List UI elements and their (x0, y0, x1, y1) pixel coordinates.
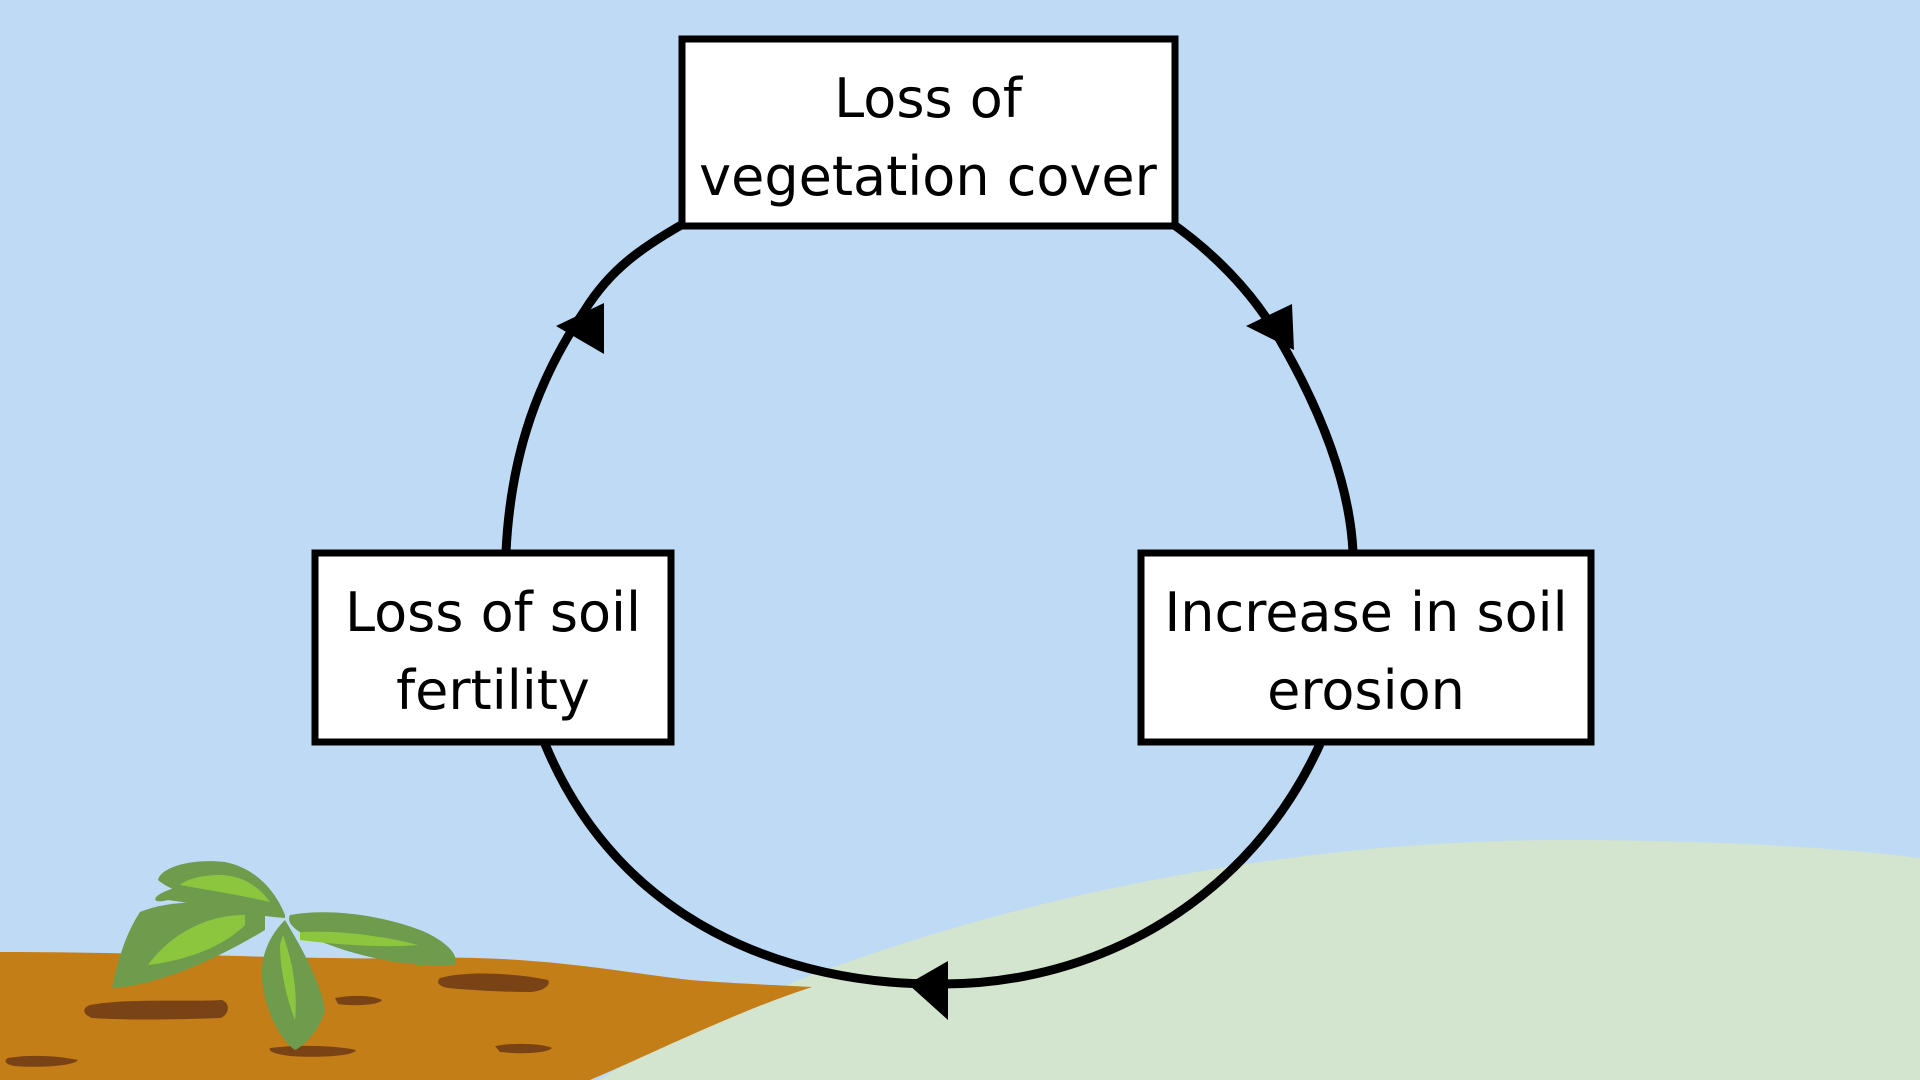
node-label: erosion (1267, 659, 1465, 722)
node-label: vegetation cover (699, 145, 1157, 208)
arrow-vegetation-to-erosion (1167, 218, 1358, 553)
node-box-vegetation: Loss of vegetation cover (678, 35, 1179, 230)
node-label: Increase in soil (1164, 581, 1567, 644)
node-box-fertility: Loss of soil fertility (311, 549, 675, 746)
soil-ground (0, 952, 812, 1080)
arrowhead-bottom (908, 961, 948, 1020)
node-box-erosion: Increase in soil erosion (1137, 549, 1595, 746)
arrowhead-left (556, 303, 604, 354)
plant-icon (112, 861, 456, 1050)
node-label: fertility (396, 659, 590, 722)
arrowhead-right (1246, 304, 1294, 350)
soil-cracks (5, 973, 552, 1067)
node-label: Loss of (834, 67, 1024, 130)
green-hill (600, 840, 1920, 1080)
node-label: Loss of soil (345, 581, 641, 644)
